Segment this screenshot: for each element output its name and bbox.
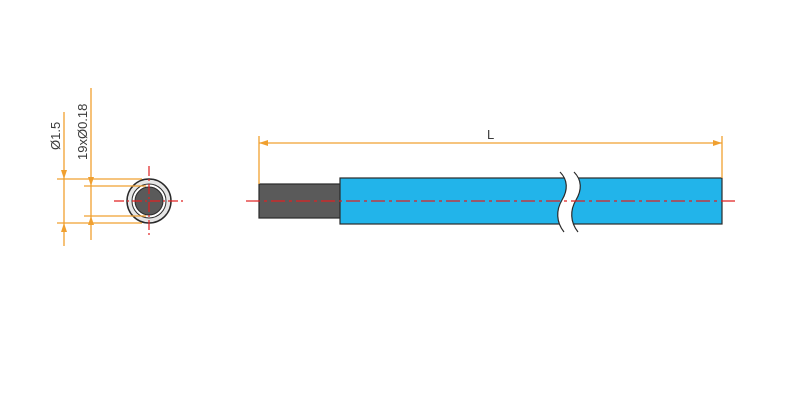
length-label: L bbox=[487, 127, 494, 142]
conductor-label: 19xØ0.18 bbox=[75, 104, 90, 160]
outer-diameter-label: Ø1.5 bbox=[48, 122, 63, 150]
cross-section-view bbox=[114, 166, 184, 236]
conductor-dimension bbox=[84, 88, 146, 240]
outer-diameter-dimension bbox=[57, 112, 142, 246]
side-view bbox=[246, 171, 736, 233]
length-dimension bbox=[258, 136, 723, 184]
length-break-symbol bbox=[557, 172, 581, 232]
